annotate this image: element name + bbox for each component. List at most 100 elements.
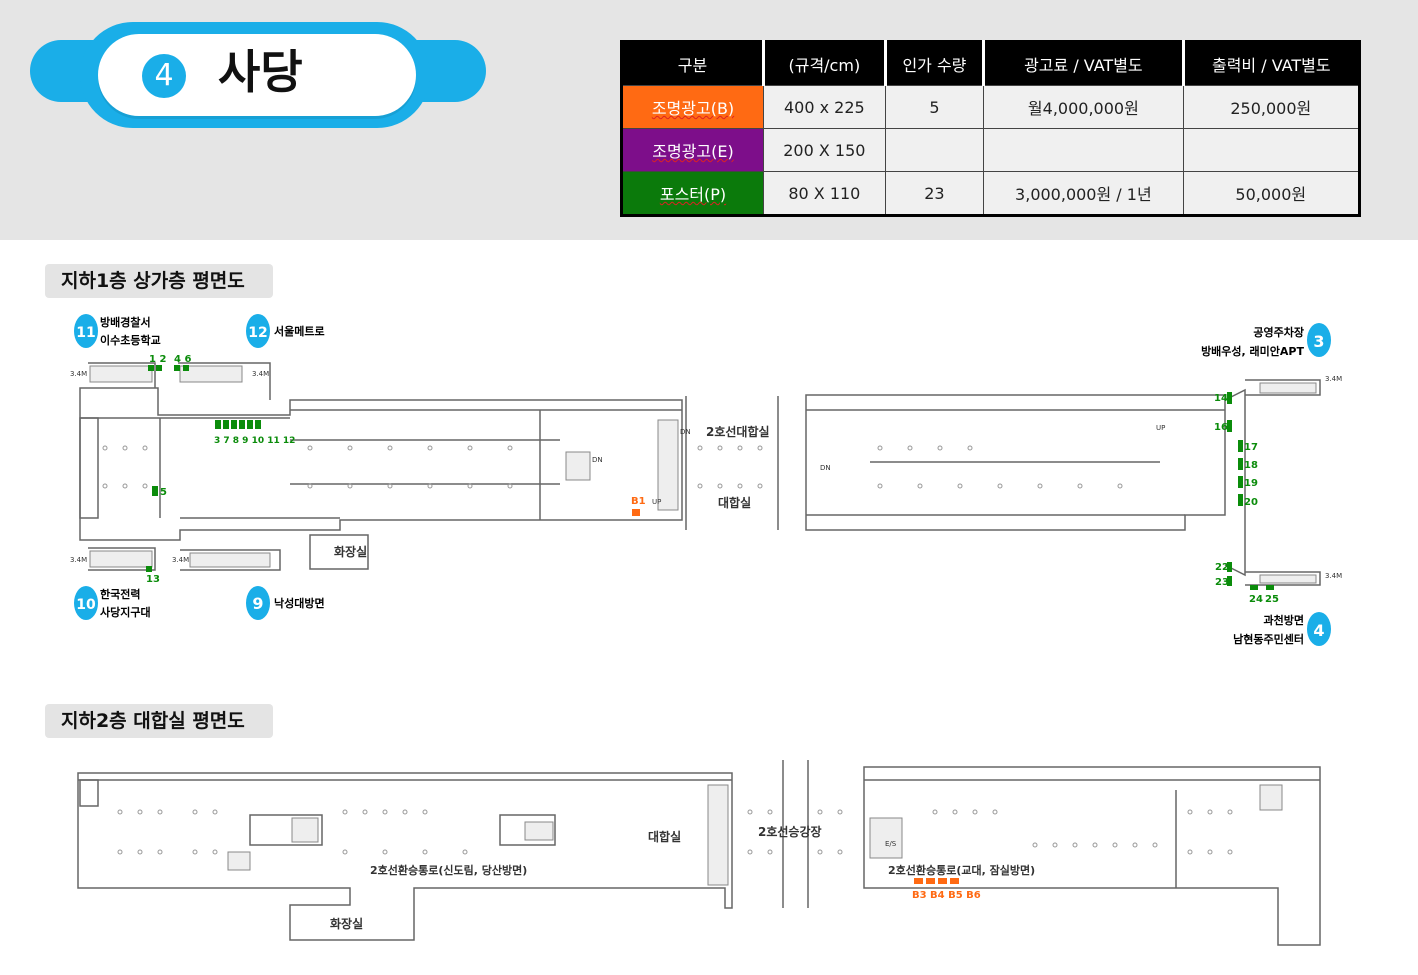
marker-label: 23 [1215, 577, 1229, 588]
ad-fee: 3,000,000원 / 1년 [983, 171, 1184, 216]
exit-11-line1: 방배경찰서 [100, 315, 151, 329]
marker-label: 18 [1244, 460, 1258, 471]
b1-marker [632, 509, 640, 516]
poster-marker [231, 420, 237, 429]
price-table: 구분 (규격/cm) 인가 수량 광고료 / VAT별도 출력비 / VAT별도… [620, 40, 1361, 217]
poster-marker [1238, 494, 1243, 506]
header-fee: 광고료 / VAT별도 [983, 41, 1185, 86]
restroom-label: 화장실 [334, 544, 367, 559]
exit-3-line1: 공영주차장 [1253, 325, 1304, 339]
exit-12-icon [246, 314, 270, 348]
height-label: 3.4M [172, 556, 189, 564]
poster-marker [156, 365, 162, 371]
exit-4-icon [1307, 612, 1331, 646]
floor2-restroom-label: 화장실 [330, 916, 363, 931]
price-table-header: 구분 (규격/cm) 인가 수량 광고료 / VAT별도 출력비 / VAT별도 [621, 41, 1360, 86]
concourse-top-label: 2호선대합실 [706, 424, 770, 439]
height-label: 3.4M [70, 370, 87, 378]
exit-3-line2: 방배우성, 래미안APT [1201, 344, 1304, 358]
exit-11-number: 11 [76, 325, 95, 341]
poster-marker [215, 420, 221, 429]
floor2-columns [117, 809, 1233, 855]
poster-marker [1238, 476, 1243, 488]
table-row: 포스터(P) 80 X 110 23 3,000,000원 / 1년 50,00… [621, 171, 1361, 216]
exit-4-line2: 남현동주민센터 [1233, 632, 1304, 646]
poster-marker [1227, 392, 1232, 404]
marker-label: 25 [1265, 594, 1279, 605]
exit-9-line1: 낙성대방면 [274, 596, 325, 610]
up-label: UP [1156, 424, 1165, 432]
poster-markers [146, 365, 1274, 590]
lightbox-markers [914, 878, 959, 884]
poster-marker [1227, 420, 1232, 432]
lightbox-marker [926, 878, 935, 884]
marker-label: 4 6 [174, 354, 191, 365]
header-type: 구분 [621, 41, 765, 86]
exit-10-line2: 사당지구대 [100, 605, 151, 619]
poster-marker [148, 365, 154, 371]
marker-label: 24 [1249, 594, 1263, 605]
marker-label: 13 [146, 574, 160, 585]
floor2-escalators [227, 784, 1283, 886]
exit-4-line1: 과천방면 [1264, 613, 1304, 627]
poster-marker [1266, 585, 1274, 590]
dn-label: DN [680, 428, 691, 436]
dn-label: DN [820, 464, 831, 472]
header-print: 출력비 / VAT별도 [1183, 41, 1360, 86]
floor1-title: 지하1층 상가층 평면도 [45, 264, 273, 298]
marker-label: 20 [1244, 497, 1258, 508]
poster-marker [152, 486, 158, 496]
ad-fee [983, 128, 1184, 172]
lightbox-marker [950, 878, 959, 884]
exit-10-number: 10 [76, 597, 96, 613]
exit-12-line1: 서울메트로 [274, 324, 325, 338]
poster-marker [1238, 458, 1243, 470]
floor1-columns [102, 445, 1123, 489]
table-row: 조명광고(B) 400 x 225 5 월4,000,000원 250,000원 [621, 85, 1361, 129]
exit-10-icon [74, 586, 98, 620]
concourse-label: 대합실 [718, 495, 751, 510]
ad-size: 200 X 150 [763, 128, 886, 172]
transfer-right-label: 2호선환승통로(교대, 잠실방면) [888, 863, 1035, 877]
ad-size: 80 X 110 [763, 171, 886, 216]
b1-label: B1 [631, 496, 646, 507]
platform-label: 2호선승강장 [758, 824, 822, 839]
header-size: (규격/cm) [763, 41, 887, 86]
poster-marker [1227, 576, 1232, 586]
lightbox-marker [914, 878, 923, 884]
ad-print: 50,000원 [1182, 171, 1361, 216]
poster-marker [183, 365, 189, 371]
station-name: 사당 [218, 45, 303, 99]
marker-label: 14 [1214, 393, 1228, 404]
exit-9-number: 9 [252, 594, 263, 613]
poster-numbers: 1 2 4 6 3 7 8 9 10 11 12 5 13 14 16 17 1… [146, 354, 1279, 605]
ad-type: 포스터(P) [659, 185, 727, 204]
es-label: E/S [885, 840, 897, 848]
header-qty: 인가 수량 [885, 41, 986, 86]
floor2-title: 지하2층 대합실 평면도 [45, 704, 273, 738]
exit-4-number: 4 [1313, 621, 1324, 640]
poster-marker [1227, 562, 1232, 572]
poster-marker [146, 566, 152, 572]
floor2-plan-outline [77, 760, 1321, 946]
exit-10-line1: 한국전력 [100, 587, 140, 601]
station-number: 4 [142, 54, 186, 98]
poster-marker [1250, 585, 1258, 590]
exit-3-icon [1307, 323, 1331, 357]
marker-label: 5 [160, 487, 167, 498]
floor1-labels: 3.4M 3.4M 3.4M 3.4M 3.4M 3.4M UP DN DN D… [70, 370, 1342, 580]
ad-print: 250,000원 [1182, 85, 1361, 129]
marker-label: 16 [1214, 422, 1228, 433]
poster-marker [239, 420, 245, 429]
height-label: 3.4M [252, 370, 269, 378]
exit-11-line2: 이수초등학교 [100, 333, 161, 347]
marker-label: 19 [1244, 478, 1258, 489]
poster-marker [1238, 440, 1243, 452]
exit-12-number: 12 [248, 325, 267, 341]
floor1-escalators [89, 365, 1317, 584]
marker-label: 22 [1215, 562, 1229, 573]
lightbox-marker [938, 878, 947, 884]
poster-marker [247, 420, 253, 429]
ad-type: 조명광고(B) [651, 99, 735, 118]
